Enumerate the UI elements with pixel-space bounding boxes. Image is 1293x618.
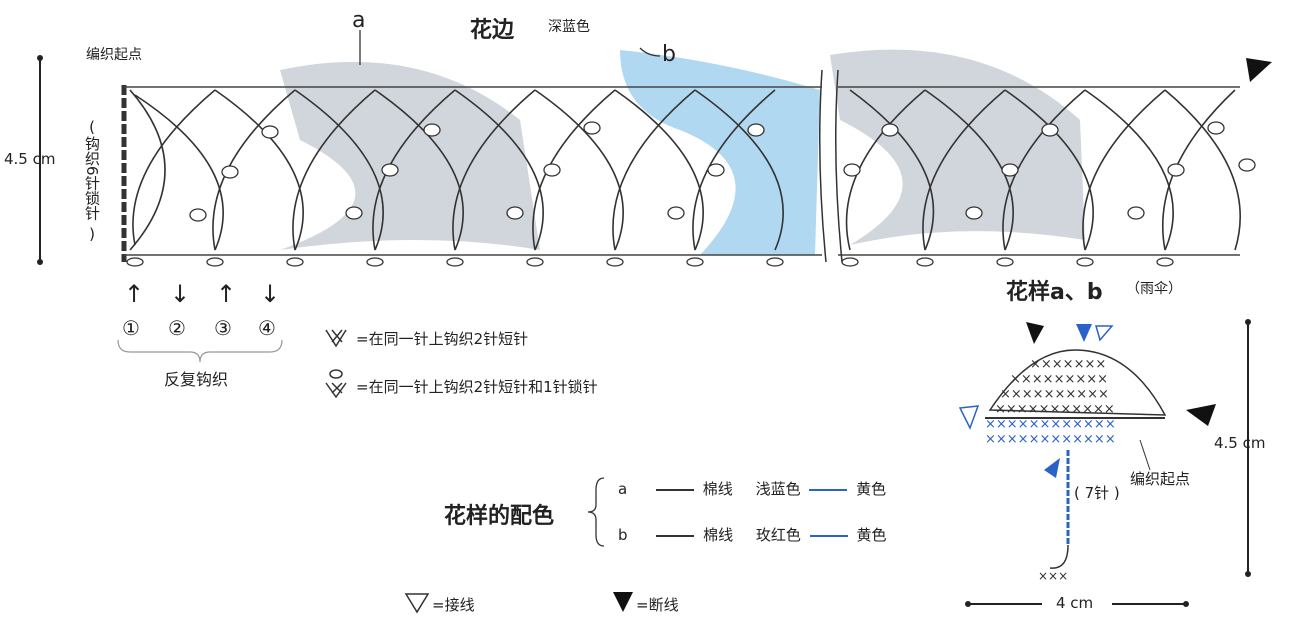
legend-2sc: =在同一针上钩织2针短针 xyxy=(356,330,529,348)
motif-title: 花样a、b xyxy=(1006,280,1103,305)
motif-start-point: 编织起点 xyxy=(1130,470,1191,488)
motif-stitch-count: ( 7针 ) xyxy=(1074,484,1120,502)
repeat-label: 反复钩织 xyxy=(164,370,229,389)
diagram-title: 花边 xyxy=(470,18,515,43)
motif-height-label: 4.5 cm xyxy=(1214,434,1266,452)
start-point-label: 编织起点 xyxy=(86,47,142,63)
legend-2sc-1ch: =在同一针上钩织2针短针和1针锁针 xyxy=(356,378,598,396)
open-triangle-icon xyxy=(404,593,430,614)
label-a: a xyxy=(352,8,366,33)
finish-marker xyxy=(1246,58,1272,82)
umbrella-c-shape xyxy=(830,49,1085,245)
svg-text:××××××××××××: ×××××××××××× xyxy=(985,417,1116,432)
svg-text:×××××××××××: ××××××××××× xyxy=(995,402,1115,417)
cut-yarn-legend: =断线 xyxy=(636,596,679,614)
svg-text:×××××××: ××××××× xyxy=(1030,357,1106,372)
label-b: b xyxy=(662,42,676,67)
color-table-title: 花样的配色 xyxy=(444,504,555,529)
color-row-a: a 棉线 浅蓝色 黄色 xyxy=(618,480,887,498)
height-label: 4.5 cm xyxy=(4,150,56,168)
svg-text:××××××××××: ×××××××××× xyxy=(1000,387,1109,402)
umbrella-a-shape xyxy=(280,61,540,251)
title-color-note: 深蓝色 xyxy=(548,19,590,35)
join-yarn-legend: =接线 xyxy=(432,596,475,614)
svg-text:×××××××××: ××××××××× xyxy=(1010,372,1108,387)
vertical-chain-label: ( 钩织6针锁针 ) xyxy=(83,118,101,243)
color-row-b: b 棉线 玫红色 黄色 xyxy=(618,526,887,544)
motif-subtitle: （雨伞） xyxy=(1126,281,1182,297)
filled-triangle-icon xyxy=(613,592,633,612)
motif-canopy xyxy=(988,349,1167,416)
motif-width-label: 4 cm xyxy=(1056,594,1094,612)
svg-text:×××: ××× xyxy=(1038,569,1068,583)
umbrella-b-shape xyxy=(620,50,820,255)
svg-text:××××××××××××: ×××××××××××× xyxy=(985,432,1116,447)
